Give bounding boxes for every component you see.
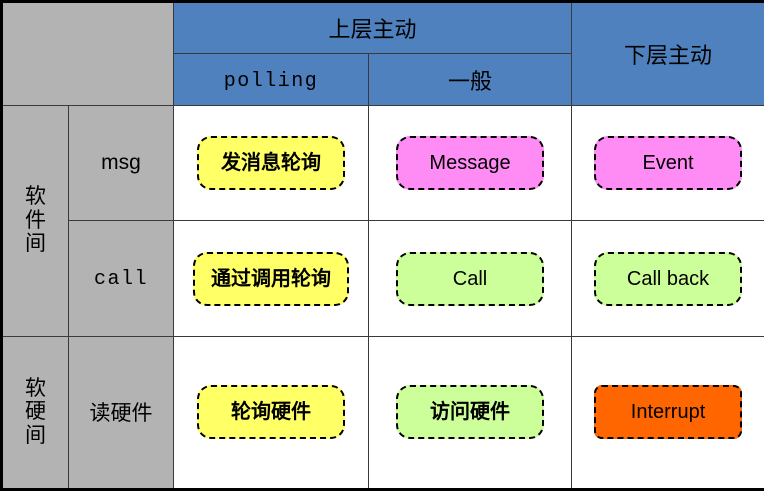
column-header-polling-label: polling (223, 70, 319, 93)
header-row-top: 上层主动 下层主动 (1, 1, 764, 106)
vert-char: 软 (25, 185, 46, 209)
row-group-header-software-hardware: 软 硬 间 (1, 335, 69, 491)
vert-char: 间 (25, 423, 46, 447)
cell-hw-polling: 轮询硬件 (173, 335, 369, 491)
cell-hw-general: 访问硬件 (367, 335, 573, 491)
node-hw-lower: Interrupt (594, 385, 743, 440)
vert-char: 间 (25, 232, 46, 256)
node-msg-polling: 发消息轮询 (197, 136, 345, 191)
row-header-msg: msg (68, 104, 174, 222)
table-row-read-hardware: 软 硬 间 读硬件 轮询硬件 访问硬件 Interrupt (1, 335, 764, 491)
column-header-lower-active: 下层主动 (571, 1, 764, 106)
cell-msg-lower: Event (571, 104, 764, 222)
column-header-polling: polling (173, 53, 369, 106)
vert-char: 硬 (25, 400, 46, 424)
node-call-general: Call (396, 251, 544, 306)
cell-call-lower: Call back (571, 220, 764, 337)
node-hw-polling: 轮询硬件 (197, 385, 345, 440)
row-group-header-software-hardware-label: 软 硬 间 (25, 377, 46, 448)
row-header-call: call (68, 220, 174, 337)
row-group-header-software-label: 软 件 间 (25, 185, 46, 256)
node-msg-general: Message (396, 136, 544, 191)
row-group-header-software: 软 件 间 (1, 105, 69, 337)
cell-msg-general: Message (367, 104, 573, 222)
row-header-call-label: call (93, 268, 148, 292)
node-hw-general: 访问硬件 (396, 385, 544, 440)
cell-call-polling: 通过调用轮询 (173, 220, 369, 337)
cell-hw-lower: Interrupt (571, 335, 764, 491)
column-header-general: 一般 (367, 53, 573, 106)
node-msg-lower: Event (594, 136, 743, 191)
vert-char: 件 (25, 208, 46, 232)
table-row-call: call 通过调用轮询 Call Call back (2, 220, 764, 337)
corner-blank-cell (1, 1, 174, 106)
node-call-polling: 通过调用轮询 (193, 251, 349, 306)
node-call-lower: Call back (594, 251, 743, 306)
row-header-read-hardware: 读硬件 (68, 335, 174, 491)
header-row-sub: polling 一般 (2, 53, 764, 106)
cell-call-general: Call (367, 220, 573, 337)
vert-char: 软 (25, 376, 46, 400)
column-header-upper-active: 上层主动 (172, 1, 573, 54)
cell-msg-polling: 发消息轮询 (173, 104, 369, 222)
table-row-msg: 软 件 间 msg 发消息轮询 Message Event (1, 104, 764, 337)
